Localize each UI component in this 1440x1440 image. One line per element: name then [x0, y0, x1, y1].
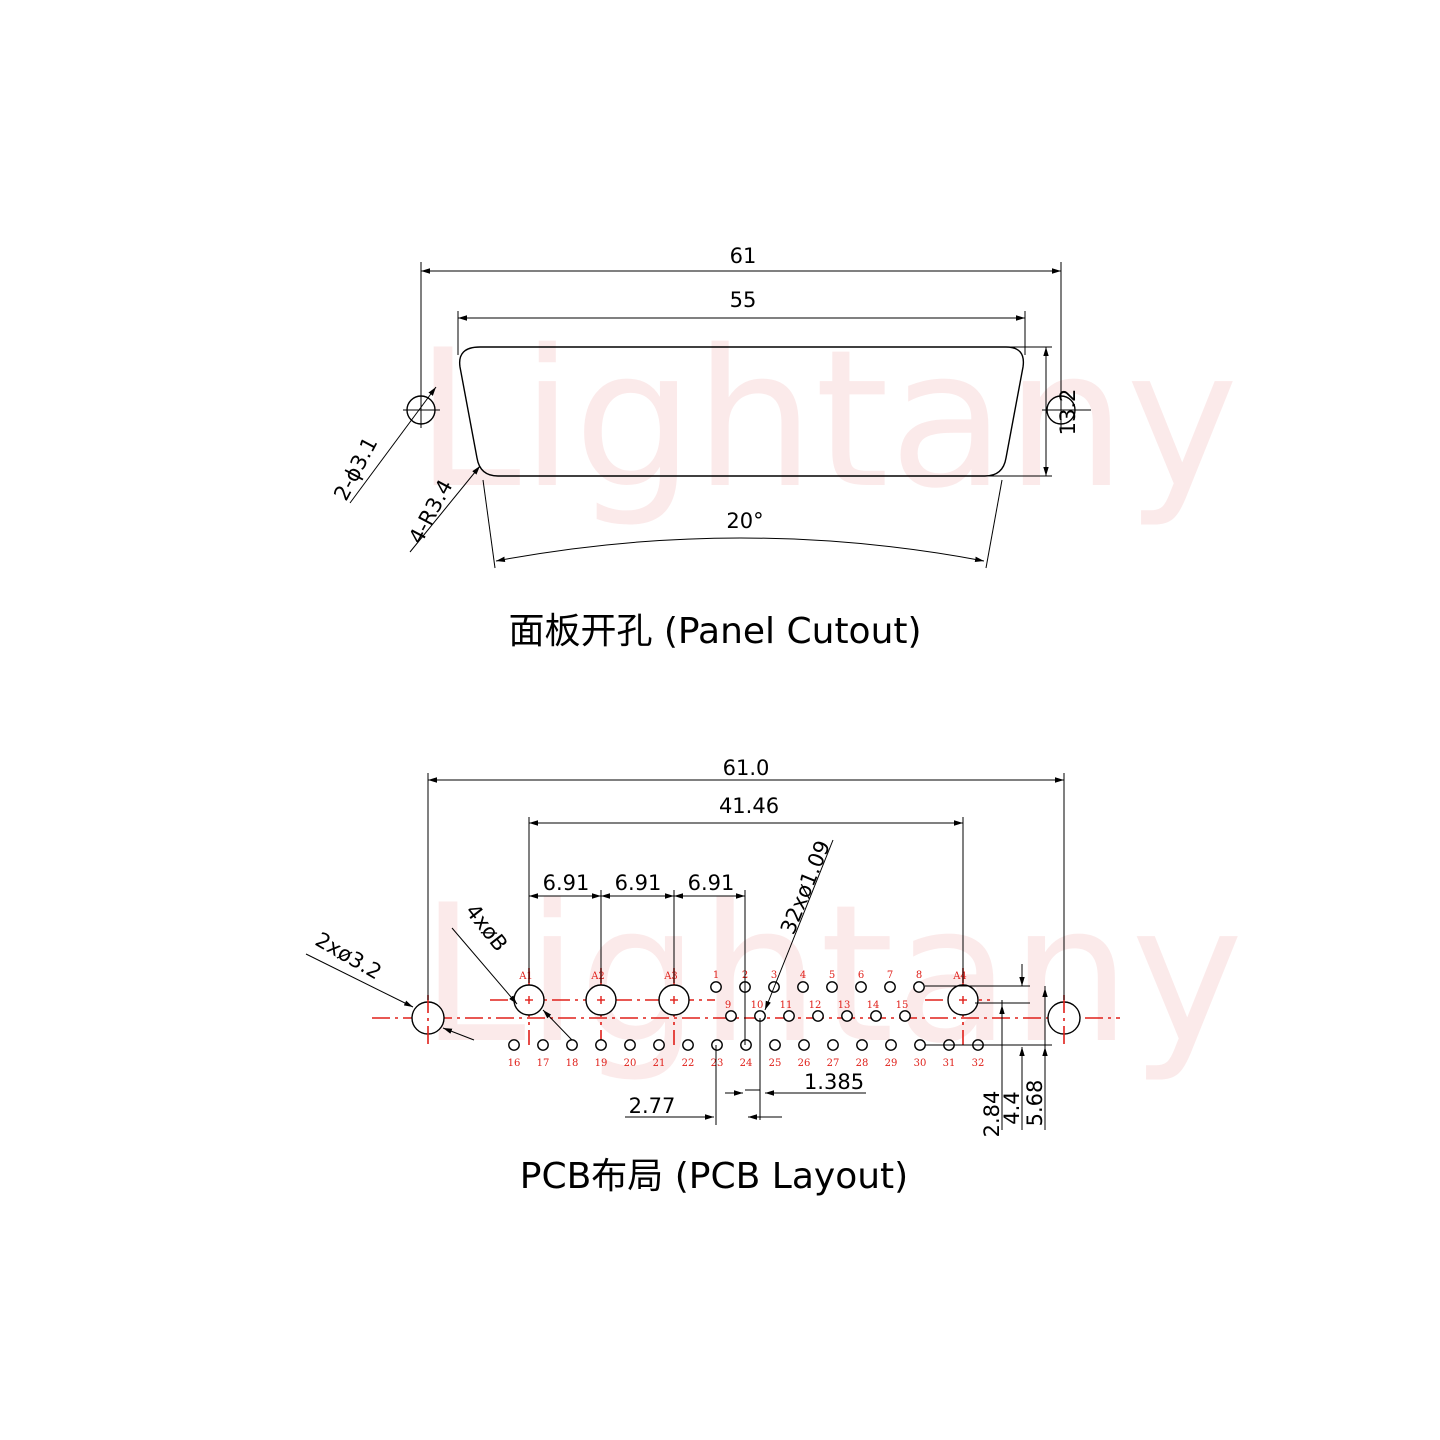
pcb-dim-row-pitch: 1.385	[804, 1070, 864, 1094]
pin-label-9: 9	[725, 1000, 731, 1011]
signal-pin-14	[870, 1010, 882, 1022]
dim-body-width: 55	[730, 288, 757, 312]
pin-label-6: 6	[858, 970, 864, 981]
pcb-dim-row-offset-2: 4.4	[1000, 1091, 1024, 1124]
pcb-dim-coax-pitch-1: 6.91	[543, 871, 590, 895]
pin-label-25: 25	[769, 1058, 782, 1069]
pin-label-1: 1	[713, 970, 719, 981]
coax-label-a2: A2	[590, 971, 605, 982]
signal-pin-26	[798, 1039, 810, 1051]
signal-pin-27	[827, 1039, 839, 1051]
signal-pin-24	[740, 1039, 752, 1051]
coax-label-a4: A4	[952, 971, 967, 982]
pin-label-27: 27	[827, 1058, 840, 1069]
pin-label-20: 20	[624, 1058, 637, 1069]
signal-pin-16	[508, 1039, 520, 1051]
pin-label-15: 15	[896, 1000, 909, 1011]
pin-label-21: 21	[653, 1058, 666, 1069]
pin-label-31: 31	[943, 1058, 956, 1069]
coax-label-a3: A3	[663, 971, 678, 982]
signal-pin-20	[624, 1039, 636, 1051]
pin-label-17: 17	[537, 1058, 550, 1069]
pcb-dim-mount-holes: 2xø3.2	[311, 928, 385, 985]
pcb-dim-overall-width: 61.0	[723, 756, 770, 780]
dim-height: 13.2	[1056, 389, 1080, 436]
pin-label-26: 26	[798, 1058, 811, 1069]
panel-cutout-caption: 面板开孔 (Panel Cutout)	[508, 611, 921, 652]
signal-pin-11	[783, 1010, 795, 1022]
signal-pin-9	[725, 1010, 737, 1022]
pin-label-4: 4	[800, 970, 806, 981]
signal-pin-30	[914, 1039, 926, 1051]
pin-label-14: 14	[867, 1000, 880, 1011]
dim-overall-width: 61	[730, 244, 757, 268]
pin-label-22: 22	[682, 1058, 695, 1069]
pin-label-5: 5	[829, 970, 835, 981]
signal-pin-4	[797, 981, 809, 993]
signal-pin-5	[826, 981, 838, 993]
coax-label-a1: A1	[518, 971, 533, 982]
pcb-dim-coax-pitch-3: 6.91	[688, 871, 735, 895]
signal-pin-25	[769, 1039, 781, 1051]
signal-pin-12	[812, 1010, 824, 1022]
signal-pin-6	[855, 981, 867, 993]
signal-pin-1	[710, 981, 722, 993]
pin-label-30: 30	[914, 1058, 927, 1069]
pcb-dim-row-offset-3: 5.68	[1023, 1080, 1047, 1127]
pin-label-29: 29	[885, 1058, 898, 1069]
pin-label-8: 8	[916, 970, 922, 981]
pin-label-18: 18	[566, 1058, 579, 1069]
watermark-top: Lightany	[415, 309, 1238, 530]
pcb-dim-coax-pitch-2: 6.91	[615, 871, 662, 895]
signal-pin-21	[653, 1039, 665, 1051]
pin-label-16: 16	[508, 1058, 521, 1069]
pin-label-24: 24	[740, 1058, 753, 1069]
pin-label-19: 19	[595, 1058, 608, 1069]
pcb-dim-row-offset-1: 2.84	[980, 1091, 1004, 1138]
pcb-dim-pin-pitch: 2.77	[629, 1094, 676, 1118]
pin-label-32: 32	[972, 1058, 985, 1069]
pin-label-11: 11	[780, 1000, 793, 1011]
pcb-layout-caption: PCB布局 (PCB Layout)	[520, 1156, 908, 1197]
pin-label-23: 23	[711, 1058, 724, 1069]
pin-label-28: 28	[856, 1058, 869, 1069]
dim-mount-holes: 2-ϕ3.1	[329, 433, 382, 504]
signal-pin-15	[899, 1010, 911, 1022]
signal-pin-13	[841, 1010, 853, 1022]
signal-pin-23	[711, 1039, 723, 1051]
signal-pin-8	[913, 981, 925, 993]
signal-pin-7	[884, 981, 896, 993]
pin-label-10: 10	[751, 1000, 764, 1011]
signal-pin-29	[885, 1039, 897, 1051]
signal-pin-22	[682, 1039, 694, 1051]
signal-pin-18	[566, 1039, 578, 1051]
pin-label-12: 12	[809, 1000, 822, 1011]
signal-pin-28	[856, 1039, 868, 1051]
signal-pin-17	[537, 1039, 549, 1051]
pcb-dim-coax-span: 41.46	[719, 794, 779, 818]
signal-pin-19	[595, 1039, 607, 1051]
pin-label-3: 3	[771, 970, 777, 981]
pin-label-7: 7	[887, 970, 893, 981]
pin-label-13: 13	[838, 1000, 851, 1011]
dim-angle: 20°	[726, 509, 763, 533]
